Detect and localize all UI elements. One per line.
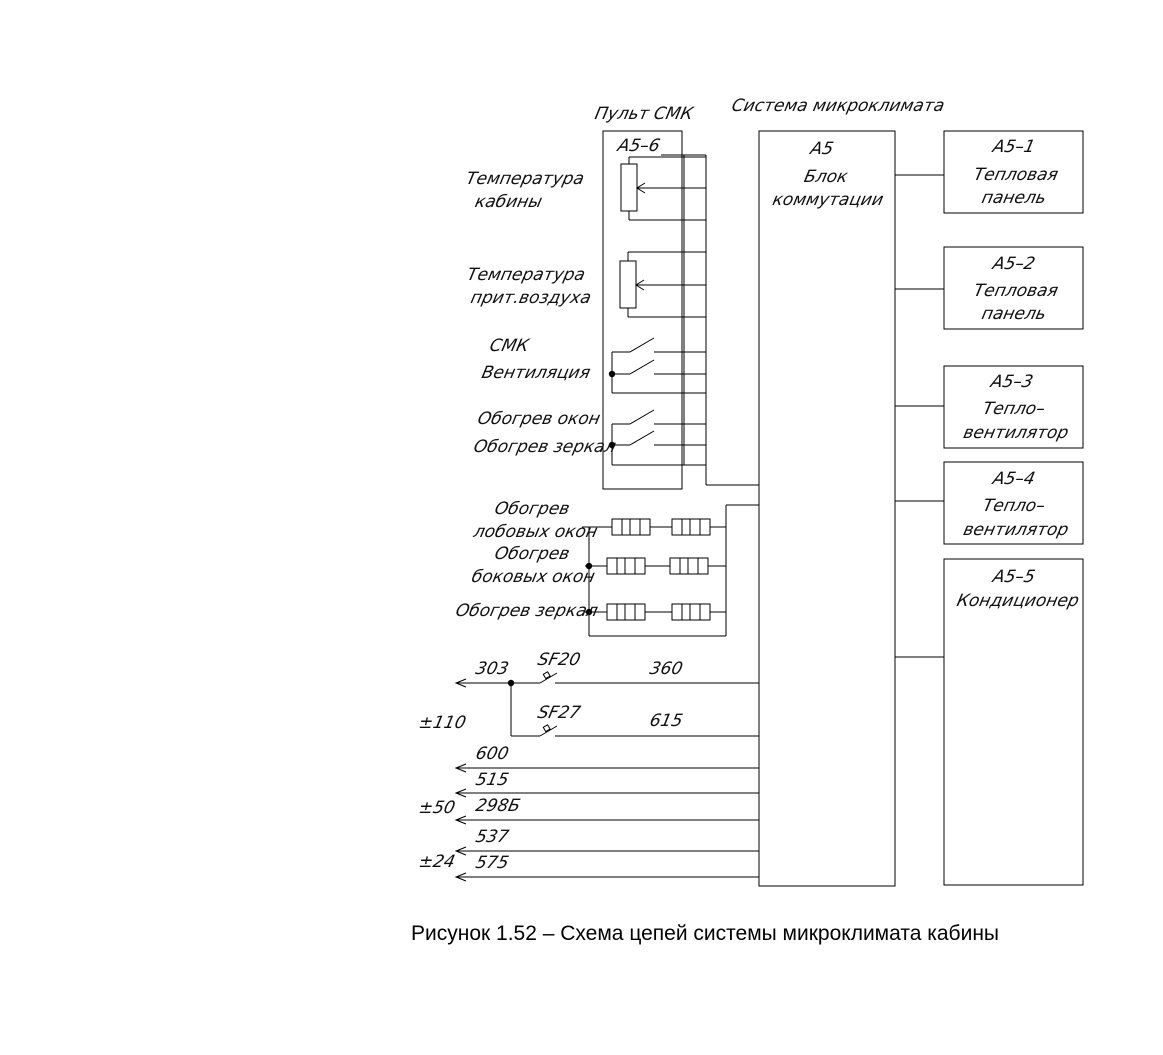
panel-title: Пульт СМК — [593, 104, 696, 124]
wire-298b: 298Б — [474, 796, 522, 816]
side-heat-label-2: боковых окон — [470, 567, 597, 587]
wire-600: 600 — [474, 744, 511, 764]
mirror-heat-label: Обогрев зеркал — [454, 601, 600, 621]
panel-frame — [602, 130, 683, 490]
wire-360: 360 — [648, 659, 685, 679]
unit-line1: Тепло– — [981, 496, 1047, 516]
unit-line2: панель — [980, 304, 1048, 324]
unit-line1: Тепловая — [972, 281, 1060, 301]
unit-a5-2: А5–2 Тепловая панель — [943, 246, 1084, 330]
smk-label: СМК — [488, 336, 532, 356]
a5-line1: Блок — [802, 167, 850, 187]
unit-id: А5–2 — [990, 254, 1037, 274]
unit-a5-5: А5–5 Кондиционер — [943, 558, 1084, 886]
unit-id: А5–1 — [990, 137, 1037, 157]
switching-unit-a5: А5 Блок коммутации — [758, 130, 896, 887]
wire-575: 575 — [474, 853, 511, 873]
cabin-temp-label-1: Температура — [464, 169, 586, 189]
breaker-sf27: SF27 — [536, 703, 582, 723]
unit-line1: Тепло– — [981, 399, 1047, 419]
wire-303: 303 — [474, 659, 511, 679]
unit-line2: панель — [980, 188, 1048, 208]
heat-mirrors-switch-label: Обогрев зеркал — [472, 437, 618, 457]
system-title: Система микроклимата — [730, 96, 947, 116]
unit-a5-4: А5–4 Тепло– вентилятор — [943, 461, 1084, 545]
unit-id: А5–5 — [990, 567, 1037, 587]
a5-id: А5 — [808, 139, 836, 159]
wire-515: 515 — [474, 770, 511, 790]
smk-ventilation-switch — [608, 337, 706, 394]
wire-537: 537 — [474, 827, 511, 847]
cabin-temp-label-2: кабины — [473, 192, 544, 212]
air-temp-label-2: прит.воздуха — [469, 288, 593, 308]
heating-elements — [582, 504, 759, 637]
a5-line2: коммутации — [771, 190, 886, 210]
front-heat-label-1: Обогрев — [493, 499, 572, 519]
voltage-50: ±50 — [417, 798, 457, 818]
unit-line2: вентилятор — [961, 423, 1070, 443]
unit-a5-1: А5–1 Тепловая панель — [943, 130, 1084, 214]
voltage-24: ±24 — [417, 852, 457, 872]
unit-line1: Тепловая — [972, 165, 1060, 185]
control-panel-a5-6: Пульт СМК А5–6 — [593, 104, 759, 490]
unit-line1: Кондиционер — [955, 591, 1081, 611]
unit-a5-3: А5–3 Тепло– вентилятор — [943, 365, 1084, 449]
side-heat-label-1: Обогрев — [493, 544, 572, 564]
heat-windows-label: Обогрев окон — [476, 409, 602, 429]
front-heat-label-2: лобовых окон — [471, 522, 599, 542]
voltage-110: ±110 — [417, 713, 468, 733]
power-lines — [454, 671, 759, 882]
wire-615: 615 — [648, 711, 685, 731]
window-mirror-heating-switch — [608, 409, 706, 466]
supply-air-temperature-potentiometer — [619, 251, 706, 318]
unit-line2: вентилятор — [961, 520, 1070, 540]
figure-caption: Рисунок 1.52 – Схема цепей системы микро… — [411, 922, 999, 945]
unit-id: А5–4 — [990, 469, 1037, 489]
ventilation-label: Вентиляция — [480, 363, 592, 383]
breaker-sf20: SF20 — [536, 650, 582, 670]
unit-id: А5–3 — [988, 372, 1035, 392]
cabin-temperature-potentiometer — [620, 156, 706, 221]
panel-id: А5–6 — [615, 136, 662, 156]
air-temp-label-1: Температура — [465, 265, 587, 285]
